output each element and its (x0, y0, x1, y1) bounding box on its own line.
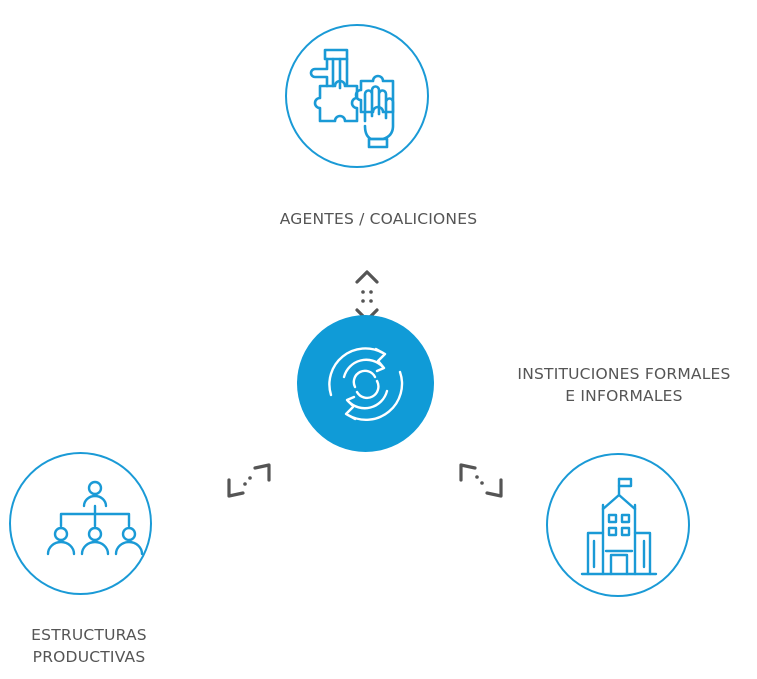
agentes-node (285, 24, 429, 168)
instituciones-label: INSTITUCIONES FORMALES E INFORMALES (475, 363, 757, 407)
agentes-label-text: AGENTES / COALICIONES (279, 210, 478, 228)
estructuras-label: ESTRUCTURAS PRODUCTIVAS (0, 624, 178, 668)
agentes-label: AGENTES / COALICIONES (0, 208, 757, 230)
org-chart-icon (46, 480, 144, 556)
building-icon (580, 477, 658, 576)
puzzle-hands-icon (309, 48, 395, 149)
instituciones-label-line1: INSTITUCIONES FORMALES (517, 365, 731, 383)
estructuras-label-line1: ESTRUCTURAS (31, 626, 147, 644)
estructuras-node (9, 452, 152, 595)
cycle-arrows-icon (328, 347, 404, 422)
instituciones-node (546, 453, 690, 597)
center-node (297, 315, 434, 452)
instituciones-label-line2: E INFORMALES (565, 387, 683, 405)
estructuras-label-line2: PRODUCTIVAS (32, 648, 146, 666)
double-arrow-icon (459, 463, 503, 498)
double-arrow-icon (227, 463, 271, 498)
